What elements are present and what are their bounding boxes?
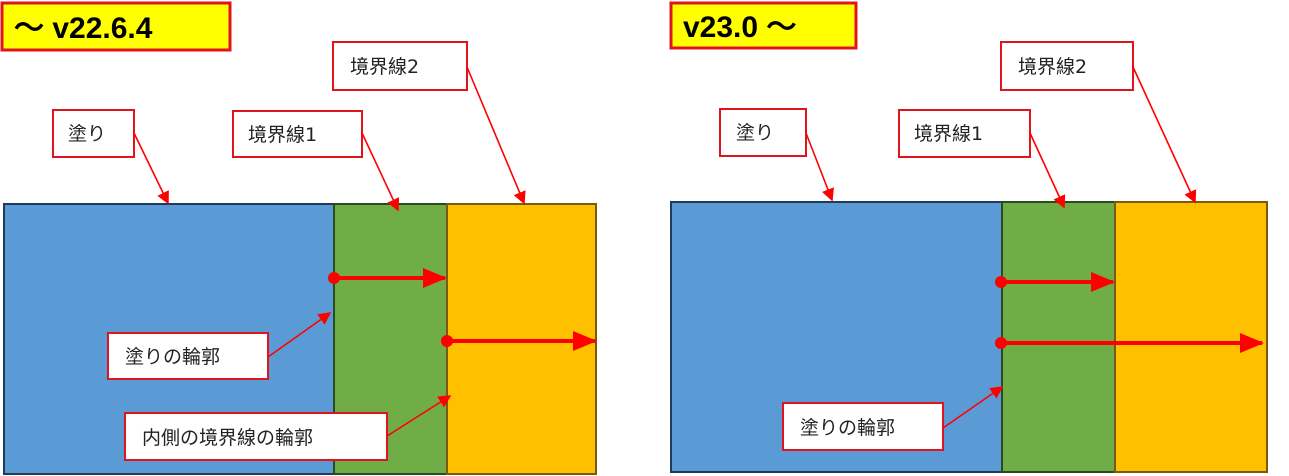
leader-arrow (1132, 66, 1197, 204)
label-border1: 境界線1 (914, 123, 983, 145)
right-title: v23.0 ～ (683, 11, 796, 44)
label-box-fill (52, 109, 135, 158)
label-box-border1 (232, 110, 363, 158)
label-border2: 境界線2 (350, 56, 419, 78)
border1-region (1001, 201, 1116, 473)
left-title: ～ v22.6.4 (14, 12, 153, 45)
left-title-box (0, 1, 232, 52)
label-inner-border-outline: 内側の境界線の輪郭 (142, 427, 313, 449)
label-box-border2 (1000, 41, 1134, 91)
label-fill: 塗り (736, 121, 774, 144)
left-panel: ～ v22.6.4 塗り 境界線1 境界線2 塗りの輪郭 内側の境界線の輪郭 (0, 1, 597, 475)
leader-arrow (466, 66, 526, 205)
label-fill-outline: 塗りの輪郭 (125, 345, 220, 368)
label-fill: 塗り (68, 122, 106, 145)
border2-region (1114, 201, 1268, 473)
label-box-border1 (898, 109, 1031, 158)
leader-arrow (1029, 132, 1066, 209)
leader-arrow (267, 312, 332, 358)
leader-arrow (942, 386, 1004, 429)
label-box-fill-outline (107, 332, 269, 380)
leader-arrow (386, 395, 452, 437)
leader-arrow (805, 132, 834, 202)
label-box-fill (719, 108, 807, 157)
leader-arrow (361, 132, 400, 212)
label-box-fill-outline (782, 402, 944, 451)
label-border1: 境界線1 (248, 124, 317, 146)
label-border2: 境界線2 (1018, 56, 1087, 78)
leader-arrow (133, 132, 169, 205)
right-panel: v23.0 ～ 塗り 境界線1 境界線2 塗りの輪郭 (669, 1, 1268, 473)
label-box-inner-border-outline (124, 412, 388, 461)
right-title-box (669, 1, 858, 50)
label-fill-outline: 塗りの輪郭 (800, 416, 895, 439)
label-box-border2 (332, 41, 468, 91)
